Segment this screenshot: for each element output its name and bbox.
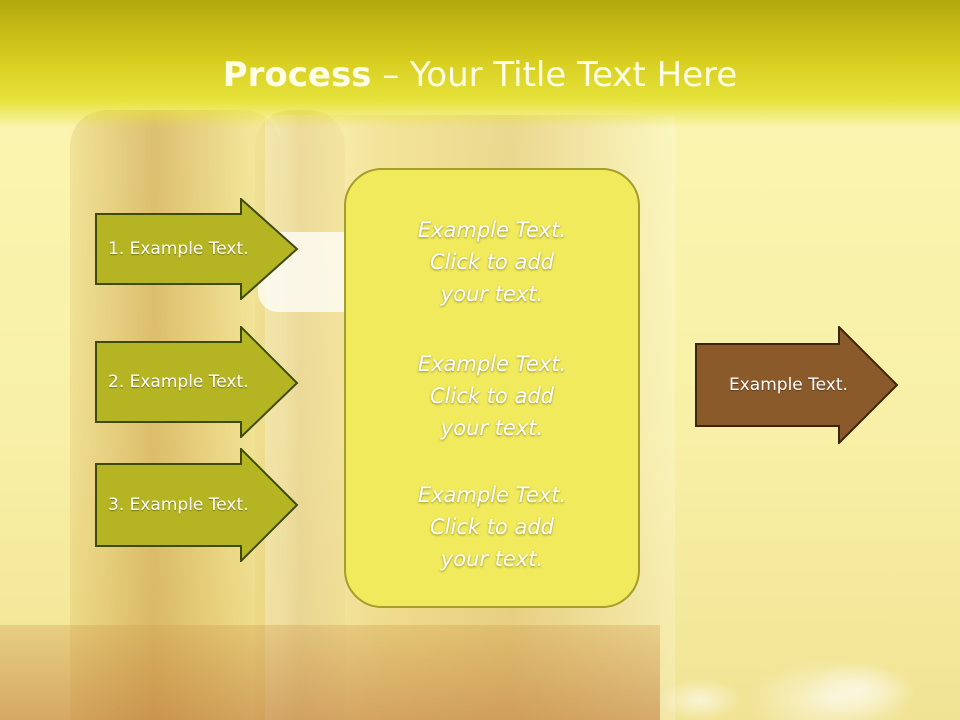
background-liquid-image xyxy=(0,625,660,720)
process-arrow-2[interactable]: 2. Example Text. xyxy=(95,324,300,440)
result-arrow-label: Example Text. xyxy=(729,375,848,395)
background-ice-image xyxy=(640,640,960,720)
result-arrow[interactable]: Example Text. xyxy=(695,324,900,446)
background-bottle-neck-image xyxy=(255,110,345,720)
center-text-box[interactable]: Example Text. Click to add your text. Ex… xyxy=(344,168,640,608)
center-paragraph-1: Example Text. Click to add your text. xyxy=(417,218,567,306)
process-arrow-3-label: 3. Example Text. xyxy=(108,495,249,515)
center-paragraph-2: Example Text. Click to add your text. xyxy=(417,352,567,440)
process-arrow-1-label: 1. Example Text. xyxy=(108,239,249,259)
result-arrow-shape xyxy=(695,324,899,446)
center-paragraph-3: Example Text. Click to add your text. xyxy=(417,483,567,571)
arrow-shape-1 xyxy=(95,196,299,302)
slide-title[interactable]: Process – Your Title Text Here xyxy=(0,50,960,100)
process-arrow-2-label: 2. Example Text. xyxy=(108,372,249,392)
process-arrow-3[interactable]: 3. Example Text. xyxy=(95,446,300,564)
title-bold-text: Process xyxy=(222,55,372,95)
title-rest-text: – Your Title Text Here xyxy=(371,55,738,95)
process-arrow-1[interactable]: 1. Example Text. xyxy=(95,196,300,302)
arrow-shape-2 xyxy=(95,324,299,440)
arrow-shape-3 xyxy=(95,446,299,564)
title-band xyxy=(0,0,960,128)
